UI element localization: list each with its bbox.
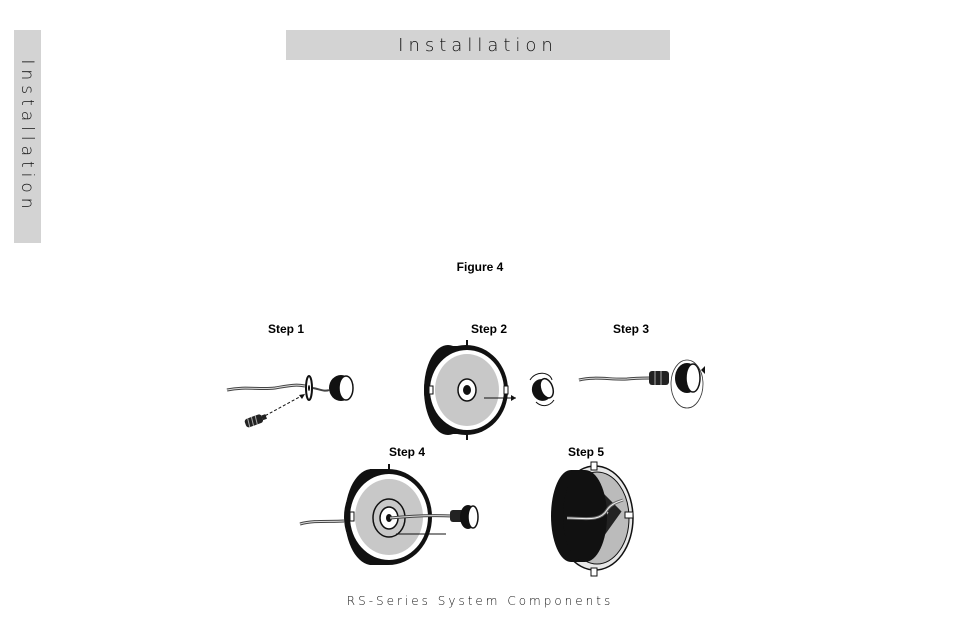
step-4-illustration xyxy=(299,464,479,565)
page-title-bar: Installation xyxy=(286,30,670,60)
page-title: Installation xyxy=(398,34,558,56)
step-1-label: Step 1 xyxy=(268,322,305,336)
footer-product-line: RS-Series System Components xyxy=(346,594,614,608)
step-5-illustration xyxy=(551,461,634,577)
step-3-label: Step 3 xyxy=(613,322,650,336)
step-1-illustration xyxy=(226,375,354,428)
side-section-tab-label: Installation xyxy=(17,59,38,214)
side-section-tab: Installation xyxy=(14,30,41,243)
step-2-illustration xyxy=(424,340,555,440)
step-2-label: Step 2 xyxy=(471,322,508,336)
figure-caption: Figure 4 xyxy=(456,260,504,274)
step-4-label: Step 4 xyxy=(389,445,426,459)
step-5-label: Step 5 xyxy=(568,445,605,459)
step-3-illustration xyxy=(578,359,705,409)
